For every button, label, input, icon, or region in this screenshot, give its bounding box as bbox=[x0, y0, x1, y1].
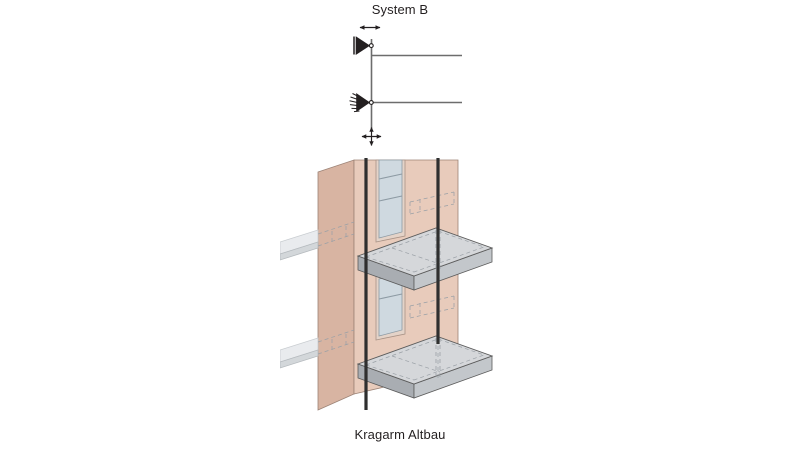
balcony-slab-upper-hidden-lines bbox=[365, 230, 486, 273]
window-mullion-3 bbox=[378, 293, 403, 300]
interior-floor-upper-edge bbox=[280, 241, 319, 261]
window-mullion-2 bbox=[378, 195, 403, 202]
balcony-slab-lower bbox=[356, 335, 494, 399]
structural-schematic bbox=[300, 18, 500, 148]
interior-floor-upper bbox=[280, 229, 319, 261]
isometric-illustration bbox=[280, 158, 530, 426]
pinned-triangle-icon bbox=[356, 93, 371, 112]
page-title: System B bbox=[371, 2, 429, 17]
balcony-slab-lower-top bbox=[356, 335, 494, 385]
four-way-cross-arrow-icon bbox=[361, 127, 382, 146]
lower-support-pinned bbox=[349, 93, 374, 113]
figure-caption: Kragarm Altbau bbox=[354, 427, 446, 442]
balcony-slab-upper bbox=[356, 227, 494, 291]
masonry-wall-side-face bbox=[317, 159, 355, 411]
cross-arrow-head-right bbox=[376, 134, 382, 139]
roller-triangle-icon bbox=[355, 36, 371, 55]
window bbox=[375, 159, 406, 341]
interior-floor-lower-edge bbox=[280, 349, 319, 369]
cross-arrow-head-left bbox=[361, 134, 367, 139]
isometric-svg bbox=[280, 158, 494, 411]
cross-arrow-head-up bbox=[369, 127, 374, 132]
balcony-slab-lower-hidden-lines bbox=[365, 338, 486, 381]
hinge-circle-icon bbox=[368, 43, 374, 49]
window-mullion-1 bbox=[378, 173, 403, 180]
arrow-head-right bbox=[375, 25, 381, 30]
schematic-svg bbox=[349, 25, 462, 146]
balcony-slab-upper-top bbox=[356, 227, 494, 277]
cross-arrow-head-down bbox=[369, 141, 374, 146]
hinge-circle-icon-lower bbox=[368, 100, 374, 105]
hidden-slab-connection-lines bbox=[317, 221, 355, 355]
horizontal-double-arrow-icon bbox=[359, 25, 381, 30]
arrow-head-left bbox=[359, 25, 365, 30]
interior-floor-lower bbox=[280, 337, 319, 369]
upper-support-roller bbox=[353, 36, 374, 55]
